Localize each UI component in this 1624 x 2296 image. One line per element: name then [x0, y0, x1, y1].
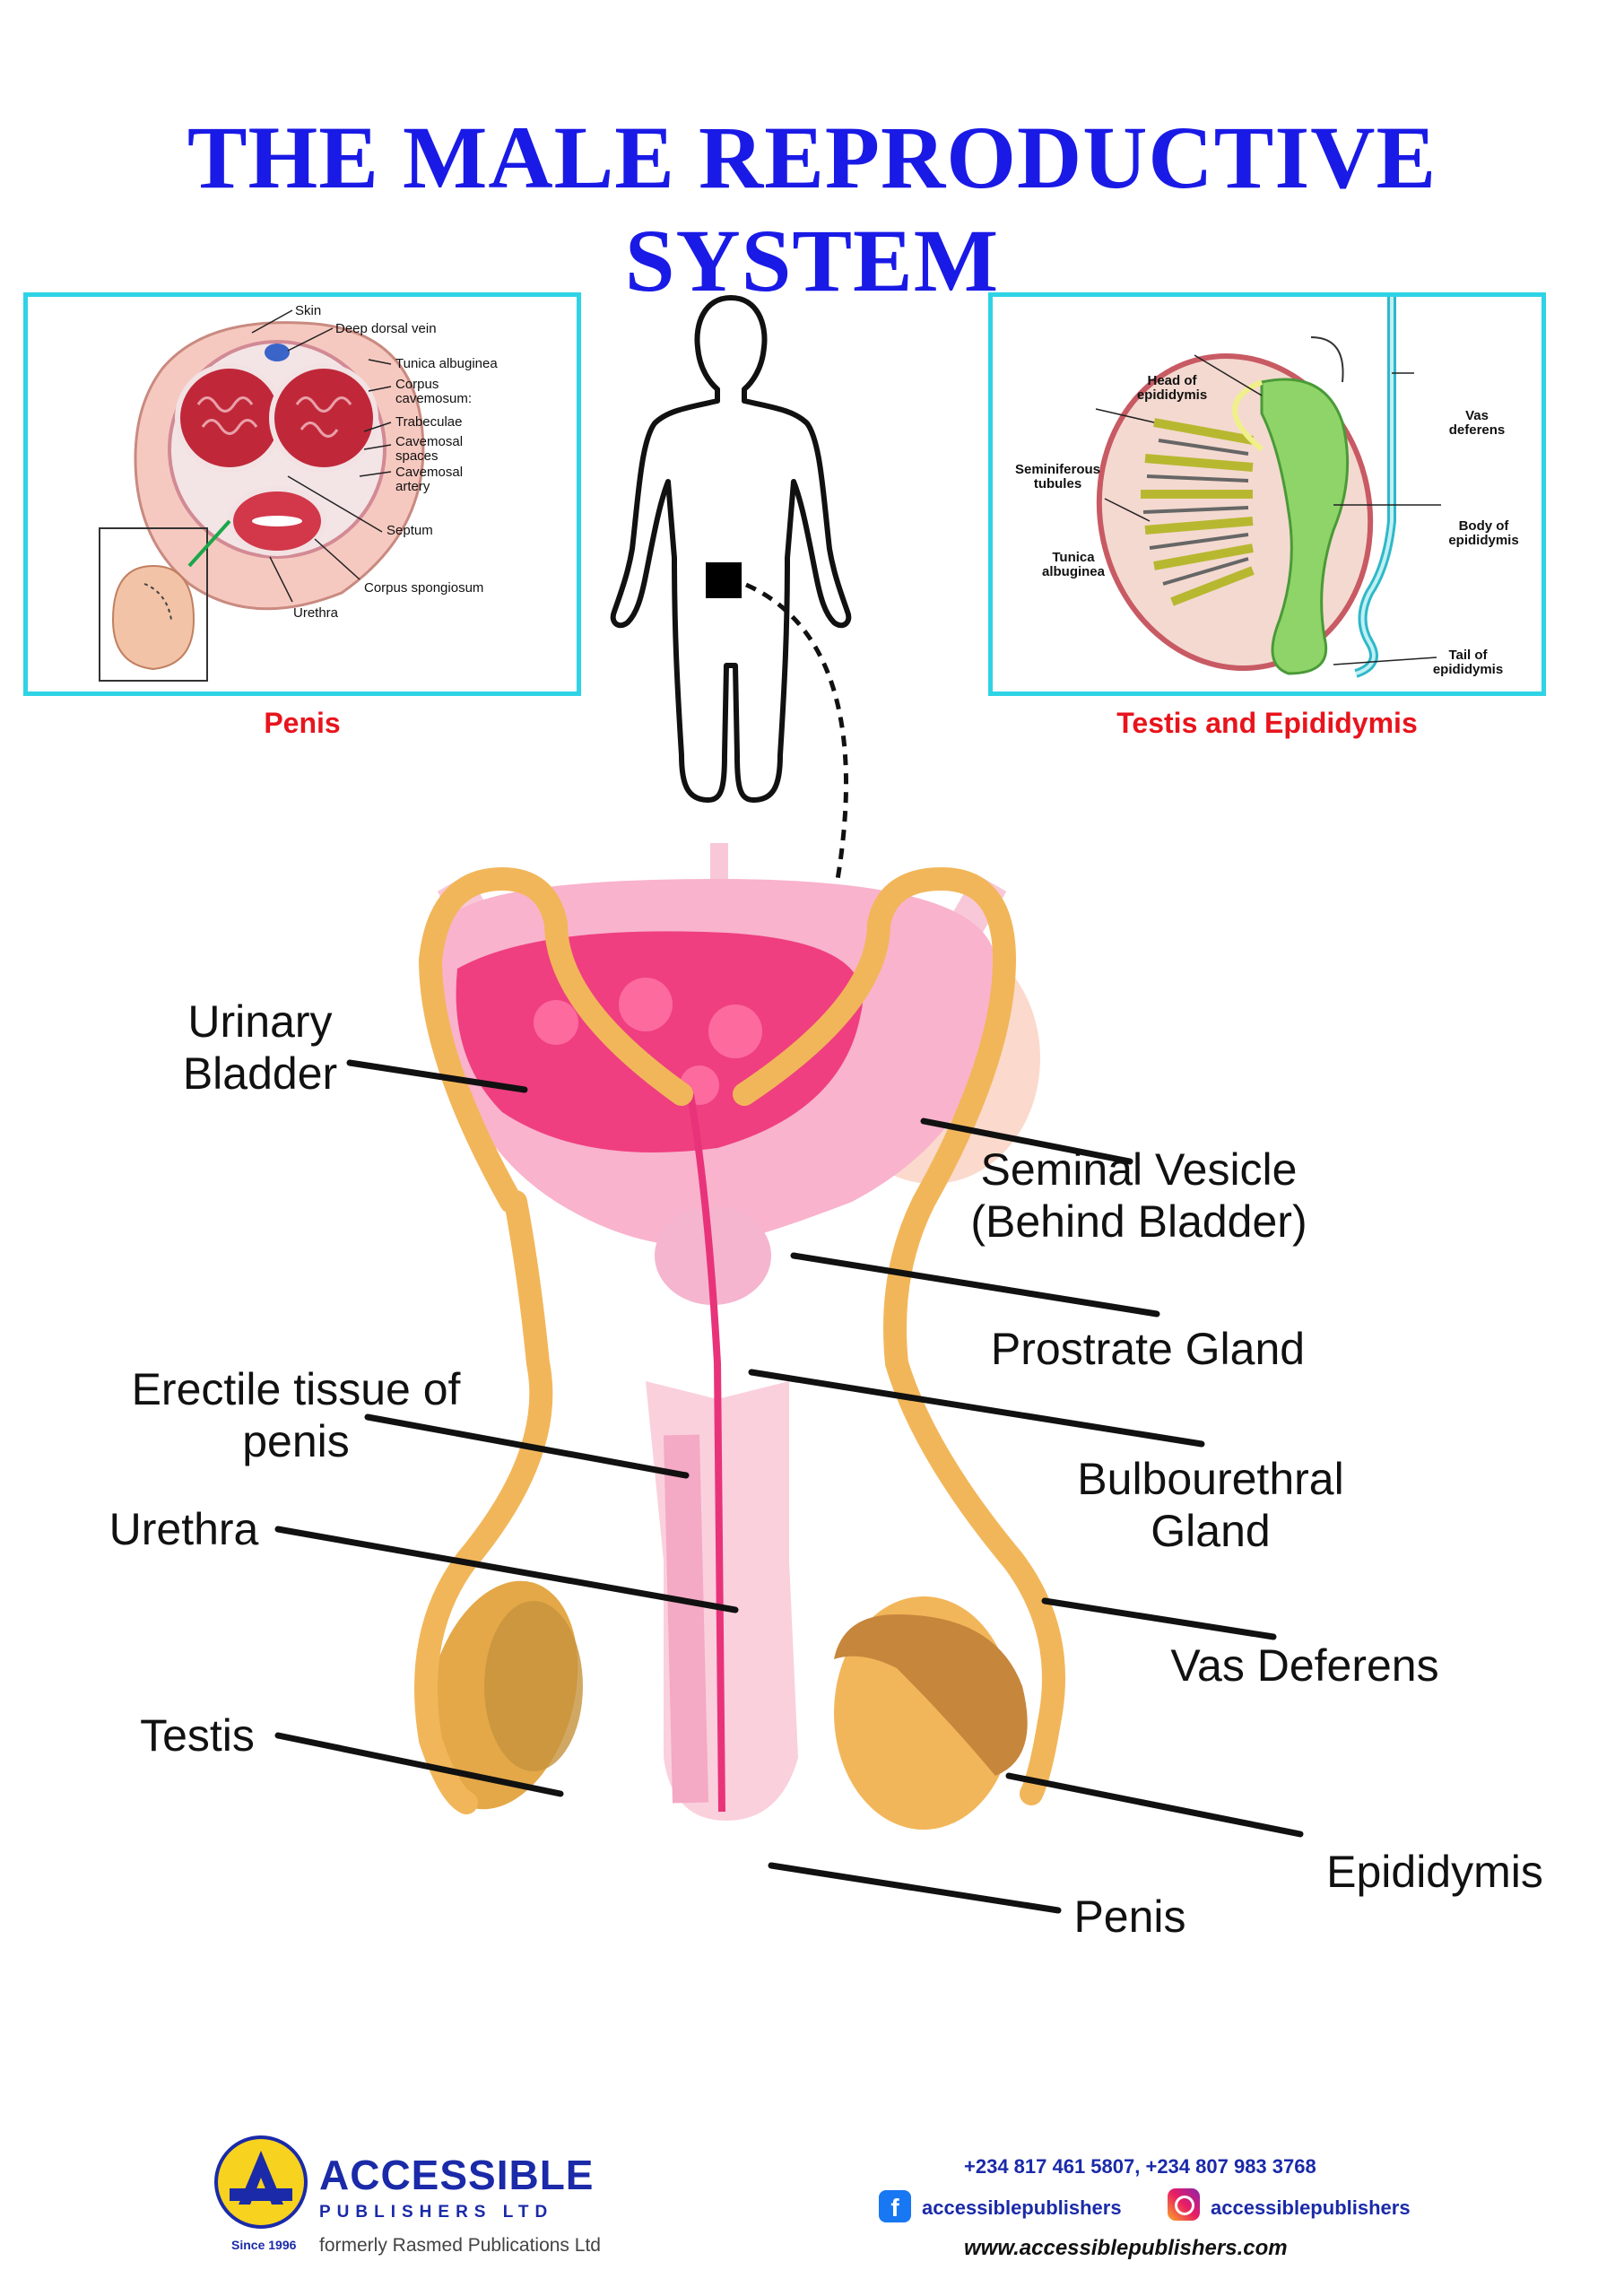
bladder-texture-1: [534, 1000, 578, 1045]
label-seminal-vesicle: Seminal Vesicle (Behind Bladder): [970, 1144, 1307, 1247]
leader-epididymis: [1005, 1772, 1304, 1838]
leader-bulbourethral: [748, 1369, 1205, 1448]
testis-epididymis-inset: Head of epididymis Seminiferous tubules …: [988, 292, 1546, 696]
instagram-handle[interactable]: accessiblepublishers: [1211, 2196, 1411, 2219]
label-tail-of-epididymis: Tail of epididymis: [1432, 648, 1504, 677]
label-corpus-cavernosum: Corpus cavemosum:: [395, 377, 473, 406]
label-seminiferous-tubules: Seminiferous tubules: [1014, 462, 1101, 491]
label-testis: Testis: [140, 1710, 255, 1761]
label-vas-deferens-inset: Vas deferens: [1448, 408, 1506, 438]
label-deep-dorsal-vein: Deep dorsal vein: [335, 321, 437, 336]
leader-penis: [768, 1862, 1062, 1914]
penis-cross-section-inset: Skin Deep dorsal vein Tunica albuginea C…: [23, 292, 581, 696]
label-vas-deferens: Vas Deferens: [1170, 1640, 1439, 1691]
label-urethra: Urethra: [109, 1504, 259, 1554]
website-link[interactable]: www.accessiblepublishers.com: [964, 2236, 1288, 2260]
formerly-text: formerly Rasmed Publications Ltd: [319, 2235, 601, 2256]
publisher-logo: [214, 2135, 308, 2229]
leader-seminal-vesicle: [920, 1118, 1133, 1165]
brand-name: ACCESSIBLE: [319, 2152, 595, 2198]
label-urethra-inset: Urethra: [293, 605, 339, 621]
bladder-texture-3: [708, 1004, 762, 1058]
label-penis: Penis: [1073, 1892, 1186, 1942]
leader-testis: [274, 1732, 564, 1797]
label-epididymis: Epididymis: [1326, 1847, 1543, 1897]
leader-urethra: [274, 1526, 739, 1613]
label-skin: Skin: [295, 303, 322, 318]
facebook-icon[interactable]: f: [879, 2190, 911, 2222]
leader-urinary-bladder: [346, 1059, 528, 1093]
label-bulbourethral-gland: Bulbourethral Gland: [1077, 1454, 1344, 1556]
label-erectile-tissue: Erectile tissue of penis: [131, 1364, 461, 1466]
label-body-of-epididymis: Body of epididymis: [1448, 518, 1519, 548]
label-tunica-albuginea: Tunica albuginea: [395, 356, 498, 371]
leader-vas-deferens: [1041, 1597, 1277, 1640]
leader-prostate: [790, 1252, 1160, 1318]
label-cavernosal-spaces: Cavemosal spaces: [395, 434, 464, 464]
label-trabeculae: Trabeculae: [395, 414, 463, 430]
brand-subtitle: PUBLISHERS LTD: [319, 2203, 554, 2222]
phone-numbers: +234 817 461 5807, +234 807 983 3768: [964, 2155, 1316, 2178]
label-prostate-gland: Prostrate Gland: [990, 1324, 1306, 1374]
penis-cross-section-illustration: [99, 309, 425, 682]
label-urinary-bladder: Urinary Bladder: [182, 996, 338, 1099]
since-year: Since 1996: [231, 2238, 297, 2252]
label-corpus-spongiosum: Corpus spongiosum: [364, 580, 484, 596]
testis-inset-caption: Testis and Epididymis: [1116, 707, 1418, 739]
label-head-of-epididymis: Head of epididymis: [1136, 373, 1208, 403]
penis-inset-caption: Penis: [264, 707, 341, 739]
leader-erectile-tissue: [364, 1413, 690, 1479]
label-septum: Septum: [386, 523, 433, 538]
testis-epididymis-illustration: [1095, 297, 1441, 678]
main-reproductive-diagram: [274, 843, 1304, 1914]
page-title: THE MALE REPRODUCTIVE SYSTEM: [187, 108, 1437, 310]
label-tunica-albuginea-testis: Tunica albuginea: [1041, 550, 1105, 579]
human-body-outline: [610, 295, 852, 803]
groin-marker: [706, 562, 742, 598]
label-cavernosal-artery: Cavemosal artery: [395, 465, 464, 494]
instagram-icon[interactable]: [1168, 2188, 1200, 2221]
bladder-texture-2: [619, 978, 673, 1031]
facebook-handle[interactable]: accessiblepublishers: [922, 2196, 1122, 2219]
